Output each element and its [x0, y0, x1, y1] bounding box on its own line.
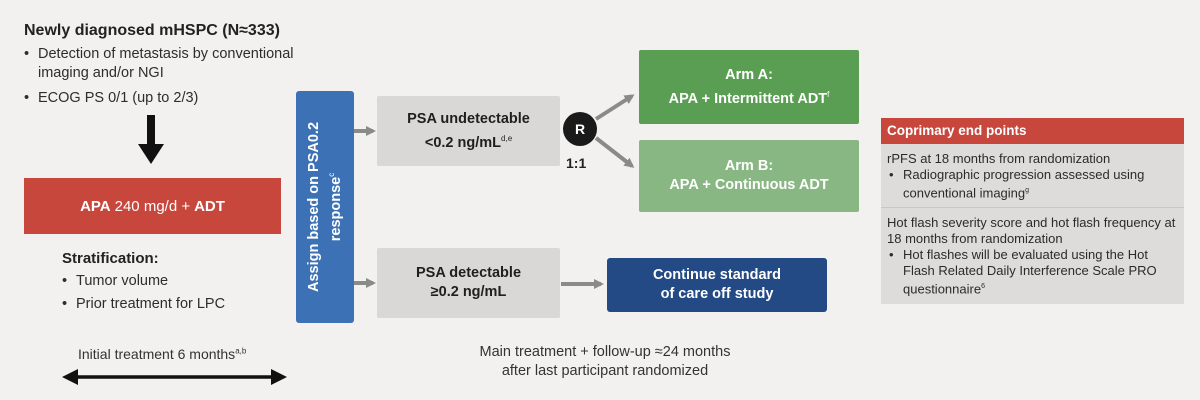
main-treatment-line2: after last participant randomized: [501, 363, 709, 379]
population-criteria: Detection of metastasis by conventional …: [24, 45, 314, 114]
arm-a-title: Arm A:: [725, 66, 773, 83]
endpoint-heading: Hot flash severity score and hot flash f…: [887, 215, 1176, 247]
apa-drug: APA: [80, 197, 111, 215]
continue-standard-box: Continue standard of care off study: [607, 258, 827, 312]
criteria-item: ECOG PS 0/1 (up to 2/3): [24, 89, 314, 108]
endpoint-heading: rPFS at 18 months from randomization: [887, 151, 1111, 166]
main-treatment-label: Main treatment + follow-up ≈24 months af…: [440, 343, 770, 381]
arm-a-sup: f: [827, 89, 830, 99]
endpoint-bullet-sup: 6: [981, 283, 985, 291]
apa-combo: ADT: [194, 197, 225, 215]
assign-label: Assign based on PSA0.2 responsec: [305, 102, 345, 312]
endpoint-bullet-sup: g: [1025, 187, 1030, 194]
assign-sup: c: [327, 172, 337, 177]
population-title: Newly diagnosed mHSPC (N≈333): [24, 22, 280, 39]
stratification-title: Stratification:: [62, 250, 159, 267]
arm-b-treatment: APA + Continuous ADT: [669, 177, 829, 193]
endpoint-bullets: Radiographic progression assessed using …: [889, 167, 1178, 201]
psa-detectable-line1: PSA detectable: [415, 265, 522, 281]
apa-adt-box: APA 240 mg/d + ADT: [24, 178, 281, 234]
continue-standard-line1: Continue standard: [652, 267, 782, 283]
psa-undetectable-line1: PSA undetectable: [407, 110, 530, 127]
endpoint-bullet: Radiographic progression assessed using …: [889, 167, 1178, 201]
arrow-to-arm-b: [594, 136, 635, 168]
continue-standard-line2: of care off study: [660, 286, 774, 302]
arrow-to-arm-a: [594, 94, 635, 121]
initial-treatment-label: Initial treatment 6 monthsa,b: [78, 346, 246, 362]
down-arrow: [138, 115, 164, 164]
arm-b-title: Arm B:: [724, 158, 774, 174]
endpoint-bullet-text: Hot flashes will be evaluated using the …: [903, 247, 1157, 297]
psa-undetectable-box: PSA undetectable <0.2 ng/mLd,e: [377, 96, 560, 166]
endpoint-bullet-text: Radiographic progression assessed using …: [903, 167, 1145, 201]
randomization-circle: R: [563, 112, 597, 146]
arm-a-treatment: APA + Intermittent ADT: [668, 90, 828, 107]
initial-treatment-sup: a,b: [235, 346, 247, 356]
stratification-list: Tumor volume Prior treatment for LPC: [62, 272, 292, 318]
endpoints-body: rPFS at 18 months from randomization Rad…: [881, 144, 1184, 304]
arm-a-box: Arm A: APA + Intermittent ADTf: [639, 50, 859, 124]
psa-undetectable-sup: d,e: [501, 133, 513, 143]
timeline-double-arrow: [62, 369, 287, 385]
endpoints-panel: Coprimary end points rPFS at 18 months f…: [881, 118, 1184, 304]
main-treatment-line1: Main treatment + follow-up ≈24 months: [479, 344, 731, 360]
arm-b-box: Arm B: APA + Continuous ADT: [639, 140, 859, 212]
endpoint-bullet: Hot flashes will be evaluated using the …: [889, 247, 1178, 297]
psa-detectable-box: PSA detectable ≥0.2 ng/mL: [377, 248, 560, 318]
assign-text: Assign based on PSA0.2 response: [306, 121, 344, 293]
assign-box: Assign based on PSA0.2 responsec: [296, 91, 354, 323]
randomization-ratio: 1:1: [566, 155, 587, 171]
stratification-item: Prior treatment for LPC: [62, 295, 292, 314]
psa-undetectable-line2: <0.2 ng/mL: [424, 134, 502, 151]
endpoint-section: rPFS at 18 months from randomization Rad…: [881, 144, 1184, 207]
endpoints-title: Coprimary end points: [881, 118, 1184, 144]
stratification-item: Tumor volume: [62, 272, 292, 291]
psa-detectable-line2: ≥0.2 ng/mL: [430, 284, 507, 300]
criteria-item: Detection of metastasis by conventional …: [24, 45, 314, 83]
apa-dose: 240 mg/d +: [114, 197, 191, 215]
initial-treatment-text: Initial treatment 6 months: [78, 346, 236, 362]
endpoint-section: Hot flash severity score and hot flash f…: [881, 207, 1184, 303]
endpoint-bullets: Hot flashes will be evaluated using the …: [889, 247, 1178, 297]
